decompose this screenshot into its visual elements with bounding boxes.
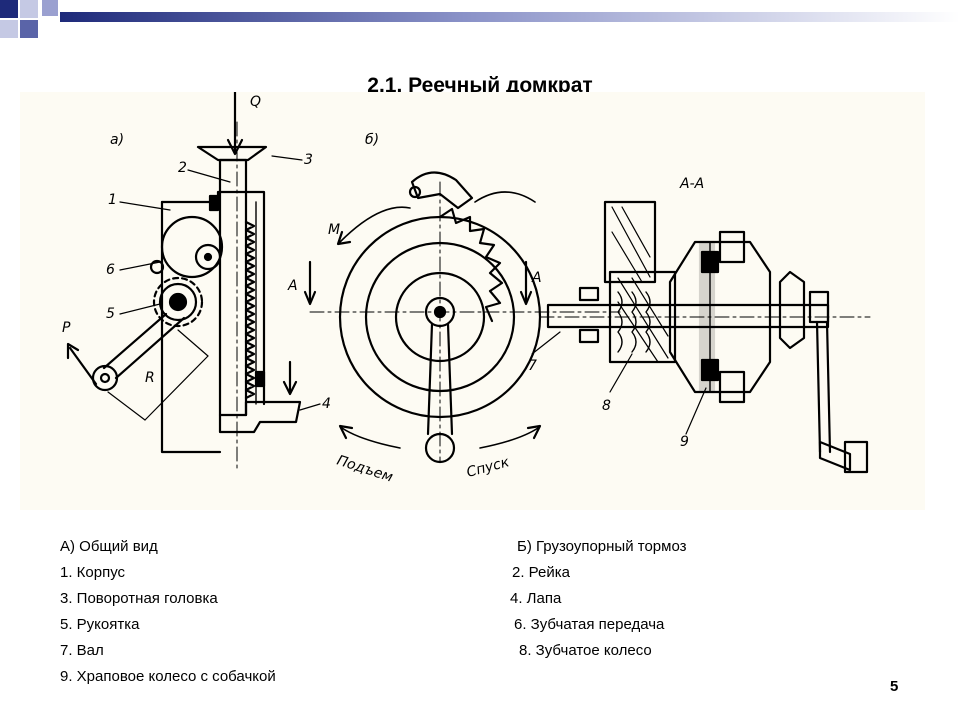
label-section: А-А: [679, 176, 704, 192]
label-n4: 4: [322, 396, 331, 412]
legend-right-0: Б) Грузоупорный тормоз: [517, 538, 687, 555]
view-b-brake: [303, 171, 621, 464]
label-arm-r: R: [145, 370, 155, 386]
label-load-q: Q: [250, 94, 261, 110]
label-n8: 8: [602, 398, 611, 414]
label-section-mark-right: А: [531, 270, 542, 286]
label-n3: 3: [304, 152, 313, 168]
legend-right-3: 6. Зубчатая передача: [514, 616, 665, 633]
label-n7: 7: [528, 358, 537, 374]
label-n1: 1: [108, 192, 117, 208]
label-n2: 2: [178, 160, 187, 176]
legend: А) Общий вид 1. Корпус 3. Поворотная гол…: [0, 536, 960, 696]
section-a-a: [531, 200, 871, 474]
label-n6: 6: [106, 262, 115, 278]
legend-right-2: 4. Лапа: [510, 590, 562, 607]
legend-left-4: 7. Вал: [60, 642, 104, 659]
legend-left-2: 3. Поворотная головка: [60, 590, 218, 607]
label-view-a: а): [110, 132, 124, 148]
label-n9: 9: [680, 434, 689, 450]
label-n5: 5: [106, 306, 115, 322]
rack-jack-drawing: а) б) А-А Q P R M А А Подъем Спуск 1 2 3…: [20, 92, 925, 510]
label-moment-m: M: [328, 222, 340, 238]
label-section-mark-left: А: [287, 278, 298, 294]
decorative-header-bar: [0, 0, 960, 38]
legend-right-1: 2. Рейка: [512, 564, 570, 581]
label-view-b: б): [365, 132, 379, 148]
label-force-p: P: [62, 320, 71, 336]
legend-left-5: 9. Храповое колесо с собачкой: [60, 668, 276, 685]
legend-left-3: 5. Рукоятка: [60, 616, 140, 633]
legend-left-1: 1. Корпус: [60, 564, 126, 581]
legend-right-4: 8. Зубчатое колесо: [519, 642, 652, 659]
legend-left-0: А) Общий вид: [60, 538, 158, 555]
page-number: 5: [890, 678, 899, 695]
slide-title: 2.1. Реечный домкрат: [367, 74, 593, 97]
view-a-general: [66, 92, 321, 473]
